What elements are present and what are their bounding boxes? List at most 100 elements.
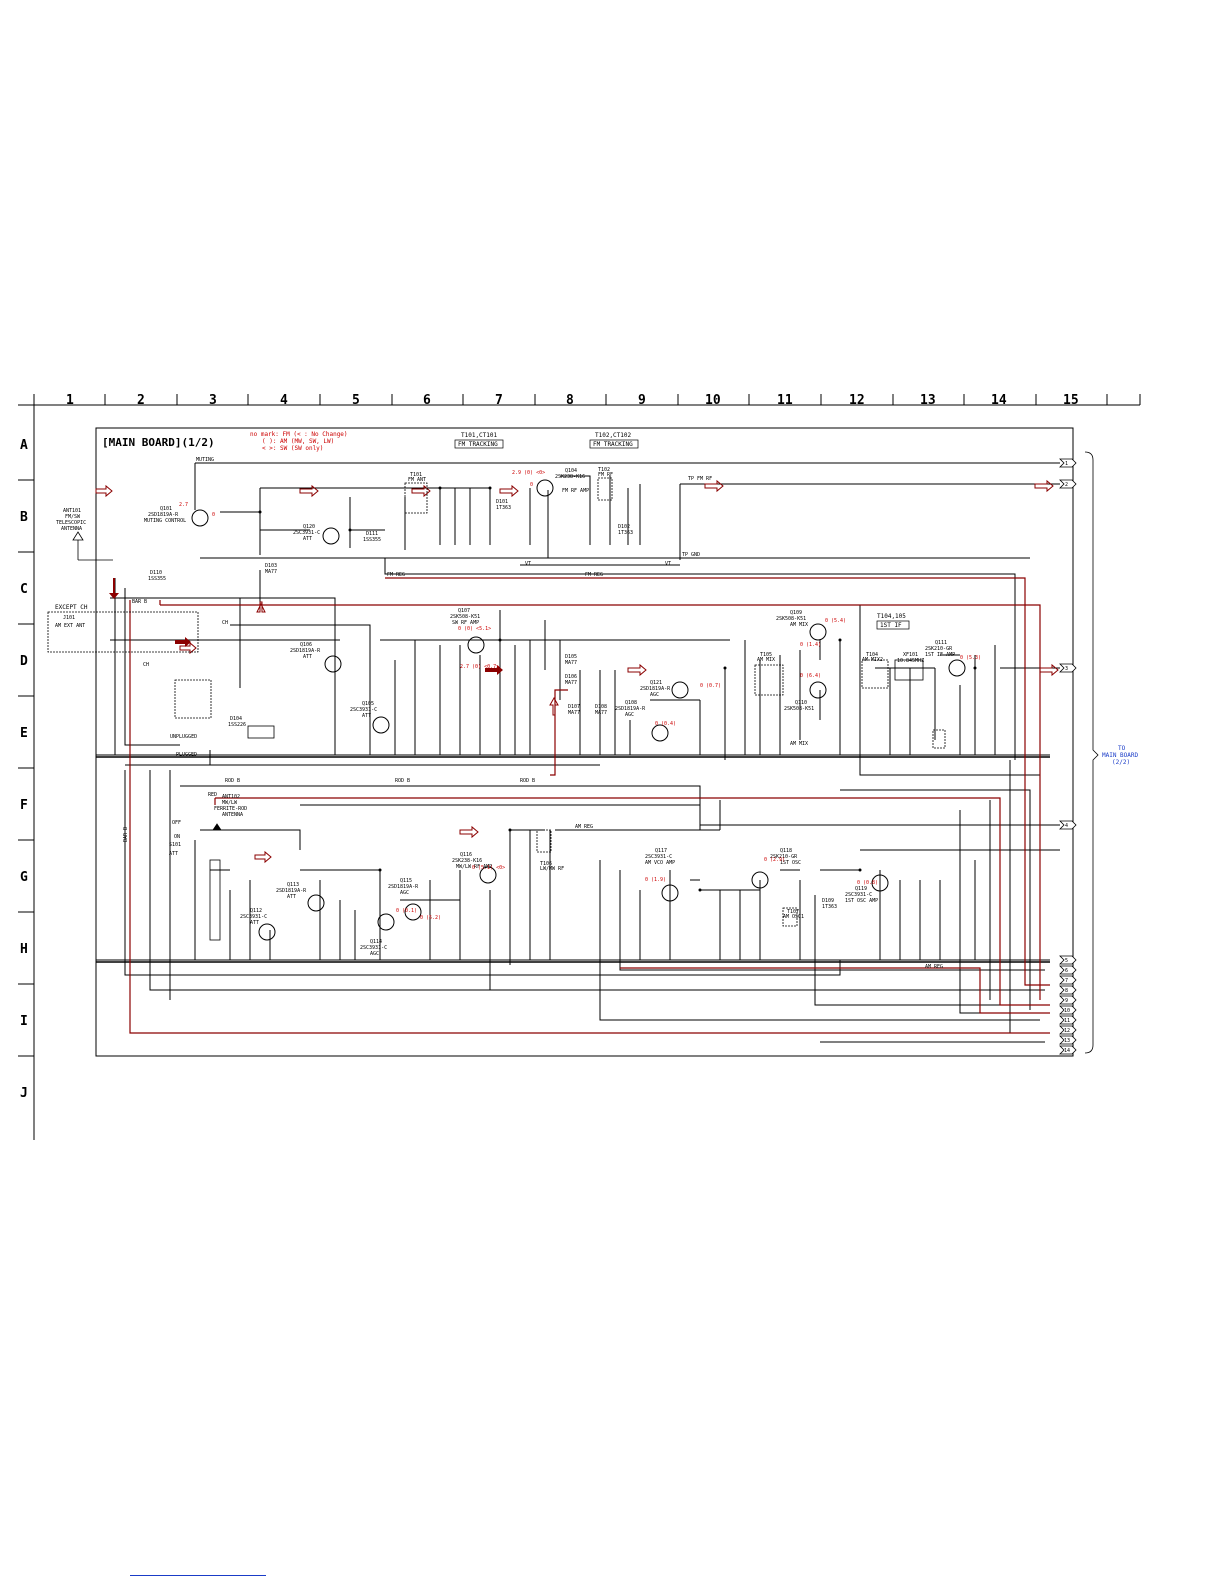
- d106-ref: D106: [565, 674, 577, 680]
- q120-ref: Q120: [303, 524, 315, 530]
- d111-part: 1SS355: [363, 537, 381, 543]
- ant102-type: MW/LW: [222, 800, 238, 806]
- t104-coil: [861, 659, 889, 689]
- volt-q104: 2.9 (0) <0>: [512, 470, 545, 476]
- q118-ref: Q118: [780, 848, 792, 854]
- q108-ref: Q108: [625, 700, 637, 706]
- transistor-symbols: [191, 479, 966, 941]
- d105-ref: D105: [565, 654, 577, 660]
- d110-part: 1SS355: [148, 576, 166, 582]
- pin-5-shape: [1059, 955, 1077, 965]
- q106-ref: Q106: [300, 642, 312, 648]
- note-line1: no mark: FM (< : No Change): [250, 431, 348, 438]
- volt-q121-e: 0 (0.7): [700, 683, 721, 689]
- t107-coil: [782, 907, 798, 927]
- ferrite-rod: [209, 859, 221, 941]
- t106-ref: T106: [540, 861, 552, 867]
- q109-ref: Q109: [790, 610, 802, 616]
- d104-ref: D104: [230, 716, 242, 722]
- pin-8: 8: [1065, 988, 1068, 994]
- d101-ref: D101: [496, 499, 508, 505]
- net-rod-b-c: ROD B: [520, 778, 535, 784]
- pin-1-shape: [1059, 458, 1077, 468]
- q110-func: AM MIX: [790, 741, 808, 747]
- q110-symbol: [809, 681, 827, 699]
- q110-part: 2SK508-K51: [784, 706, 814, 712]
- q105-part: 2SC3931-C: [350, 707, 377, 713]
- grid-col-10: 10: [705, 393, 721, 408]
- grid-row-labels: A B C D E F G H I J: [20, 438, 28, 1101]
- plugged: PLUGGED: [176, 752, 197, 758]
- q118-part: 2SK210-GR: [770, 854, 798, 860]
- grid-col-5: 5: [352, 393, 360, 408]
- grid-col-2: 2: [137, 393, 145, 408]
- pin-11-shape: [1059, 1015, 1077, 1025]
- net-red: RED: [208, 792, 217, 798]
- grid-row-ticks: [18, 479, 34, 1057]
- to-main-board-1: TO: [1118, 745, 1126, 752]
- pin-14: 14: [1064, 1048, 1070, 1054]
- grid-row-A: A: [20, 438, 28, 453]
- pin-13-shape: [1059, 1035, 1077, 1045]
- d111-ref: D111: [366, 531, 378, 537]
- q119-func: 1ST OSC AMP: [845, 898, 878, 904]
- q119-symbol: [871, 874, 889, 892]
- q112-func: ATT: [250, 920, 259, 926]
- q101-ref: Q101: [160, 506, 172, 512]
- grid-row-E: E: [20, 726, 28, 741]
- ant101-name1: TELESCOPIC: [56, 520, 86, 526]
- q115-func: AGC: [400, 890, 409, 896]
- pin-8-shape: [1059, 985, 1077, 995]
- grid-row-J: J: [20, 1086, 28, 1101]
- q116-ref: Q116: [460, 852, 472, 858]
- net-fm-reg-a: FM REG: [387, 572, 405, 578]
- net-rod-b-b: ROD B: [395, 778, 410, 784]
- q107-func: SW RF AMP: [452, 620, 479, 626]
- q104-func: FM RF AMP: [562, 488, 589, 494]
- q101-symbol: [191, 509, 209, 527]
- except-ch: EXCEPT CH: [55, 604, 88, 611]
- ant102-ref: ANT102: [222, 794, 240, 800]
- q119-part: 2SC3931-C: [845, 892, 872, 898]
- pin-13: 13: [1064, 1038, 1070, 1044]
- pin-2: 2: [1065, 482, 1068, 488]
- q104-ref: Q104: [565, 468, 577, 474]
- q107-ref: Q107: [458, 608, 470, 614]
- q105-ref: Q105: [362, 701, 374, 707]
- d108-ref: D108: [595, 704, 607, 710]
- q106-symbol: [324, 655, 342, 673]
- volt-q101-b: 0: [212, 512, 215, 518]
- ch-label-2: CH: [222, 620, 228, 626]
- q109-part: 2SK508-K51: [776, 616, 806, 622]
- d103-part: MA77: [265, 569, 277, 575]
- q114-part: 2SC3931-C: [360, 945, 387, 951]
- t101-coil: [404, 482, 428, 514]
- volt-q108-c: 0 (0.4): [655, 721, 676, 727]
- q112-part: 2SC3931-C: [240, 914, 267, 920]
- except-ch-box: [47, 611, 199, 653]
- ant101-name2: ANTENNA: [61, 526, 82, 532]
- to-main-board-3: (2/2): [1112, 759, 1130, 766]
- volt-q101-c: 2.7: [179, 502, 188, 508]
- volt-q110-d: 0 (6.4): [800, 673, 821, 679]
- net-bar-b-b: BAR B: [123, 827, 129, 842]
- pin-9-shape: [1059, 995, 1077, 1005]
- signal-arrows: [95, 479, 1059, 864]
- q117-func: AM VCO AMP: [645, 860, 675, 866]
- s101-box: ATT: [169, 851, 178, 857]
- d101-part: 1T363: [496, 505, 511, 511]
- ant102-name2: ANTENNA: [222, 812, 243, 818]
- t101-header: T101,CT101: [461, 432, 498, 439]
- ant101-type: FM/SW: [65, 514, 81, 520]
- net-rod-b-a: ROD B: [225, 778, 240, 784]
- q115-ref: Q115: [400, 878, 412, 884]
- d103-ref: D103: [265, 563, 277, 569]
- xf101-note: 10.845MHZ: [897, 658, 924, 664]
- t104-ref: T104: [866, 652, 878, 658]
- pin-4-shape: [1059, 820, 1077, 830]
- grid-row-C: C: [20, 582, 28, 597]
- q115-symbol: [404, 903, 422, 921]
- volt-q109-s: 0 (1.4): [800, 642, 821, 648]
- grid-row-F: F: [20, 798, 28, 813]
